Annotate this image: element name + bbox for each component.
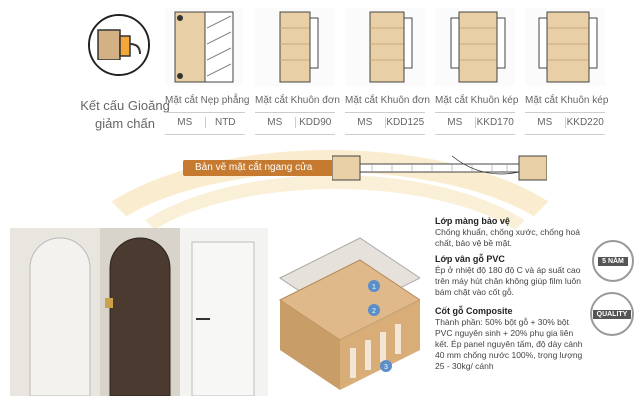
warranty-badge: 5 NĂM	[592, 240, 634, 282]
title-line-2: giảm chấn	[95, 116, 155, 131]
layer-number-1: 1	[372, 284, 376, 291]
profile-kdd90-image	[255, 8, 335, 86]
layer-title: Lớp màng bảo vệ	[435, 216, 510, 226]
door-photo	[10, 228, 268, 396]
door-cross-section-drawing	[331, 150, 548, 186]
profile-kkd170-image	[435, 8, 515, 86]
layer-description-1: Lớp màng bảo vệ Chống khuẩn, chống xước,…	[435, 216, 585, 249]
column-kdd90: Mặt cắt Khuôn đơn MS KDD90	[255, 95, 340, 135]
layer-number-3: 3	[384, 364, 388, 371]
gasket-structure-title: Kết cấu Gioăng giảm chấn	[75, 97, 175, 133]
layer-title: Lớp vân gỗ PVC	[435, 254, 505, 264]
code-left: MS	[177, 116, 193, 128]
column-kkd170: Mặt cắt Khuôn kép MS KKD170	[435, 95, 519, 135]
code-right: KKD170	[474, 116, 516, 128]
profile-ntd-image	[165, 8, 243, 86]
layer-description-3: Cốt gỗ Composite Thành phần: 50% bột gỗ …	[435, 306, 587, 372]
column-label: Mặt cắt Nẹp phẳng	[165, 95, 250, 106]
column-kdd125: Mặt cắt Khuôn đơn MS KDD125	[345, 95, 430, 135]
gasket-zoom-detail	[88, 14, 150, 76]
quality-text: QUALITY	[592, 309, 632, 319]
column-ntd: Mặt cắt Nẹp phẳng MS NTD	[165, 95, 250, 135]
code-right: KDD125	[384, 116, 425, 128]
code-left: MS	[267, 116, 283, 128]
code-right: KDD90	[294, 116, 336, 128]
code-left: MS	[357, 116, 373, 128]
layer-text: Ép ở nhiệt độ 180 độ C và áp suất cao tr…	[435, 265, 582, 297]
code-right: NTD	[204, 116, 246, 128]
quality-badge: QUALITY	[590, 292, 634, 336]
layer-title: Cốt gỗ Composite	[435, 306, 513, 316]
code-right: KKD220	[564, 116, 606, 128]
warranty-text: 5 NĂM	[598, 256, 628, 266]
layer-description-2: Lớp vân gỗ PVC Ép ở nhiệt độ 180 độ C và…	[435, 254, 597, 298]
layer-number-2: 2	[372, 308, 376, 315]
column-label: Mặt cắt Khuôn đơn	[345, 95, 430, 106]
column-label: Mặt cắt Khuôn đơn	[255, 95, 340, 106]
column-kkd220: Mặt cắt Khuôn kép MS KKD220	[525, 95, 609, 135]
door-layer-diagram: 1 2 3	[270, 218, 421, 398]
layer-text: Chống khuẩn, chống xước, chống hoá chất,…	[435, 227, 581, 248]
column-label: Mặt cắt Khuôn kép	[525, 95, 609, 106]
column-label: Mặt cắt Khuôn kép	[435, 95, 519, 106]
code-left: MS	[537, 116, 553, 128]
code-left: MS	[447, 116, 463, 128]
cross-section-banner: Bản vẽ mặt cắt ngang cửa	[183, 160, 333, 176]
profile-kkd220-image	[525, 8, 605, 86]
layer-text: Thành phần: 50% bột gỗ + 30% bột PVC ngu…	[435, 317, 583, 371]
title-line-1: Kết cấu Gioăng	[80, 98, 170, 113]
profile-kdd125-image	[345, 8, 425, 86]
